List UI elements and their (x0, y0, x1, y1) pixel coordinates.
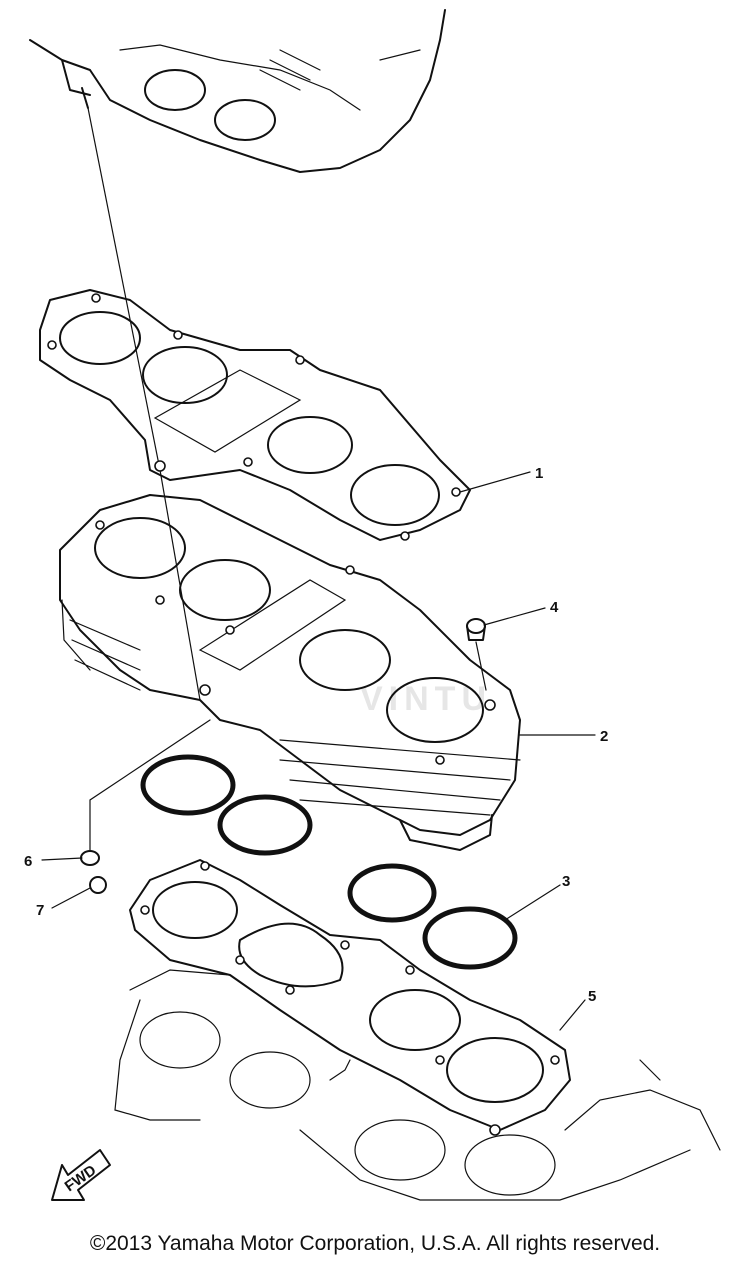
cylinder-head-outline (29, 9, 446, 173)
cylinder-block (59, 494, 521, 851)
dowel-pin (466, 618, 487, 691)
callout-3: 3 (562, 873, 570, 890)
callout-4: 4 (550, 599, 559, 616)
callout-5: 5 (588, 988, 596, 1005)
callout-2: 2 (600, 728, 608, 745)
base-gasket (129, 859, 571, 1136)
head-gasket (39, 289, 471, 541)
callout-6: 6 (24, 853, 32, 870)
fwd-label: FWD (62, 1162, 100, 1196)
stud-guide-line (87, 107, 201, 701)
copyright-notice: ©2013 Yamaha Motor Corporation, U.S.A. A… (89, 1232, 661, 1255)
callout-7: 7 (36, 902, 44, 919)
crankcase-outline (114, 969, 721, 1201)
dowel-and-nut (80, 719, 211, 894)
o-rings (140, 754, 518, 970)
leader-lines (41, 471, 596, 1031)
watermark: VINTU (360, 680, 492, 718)
callout-1: 1 (535, 465, 543, 482)
fwd-arrow-icon: FWD (51, 1149, 111, 1201)
